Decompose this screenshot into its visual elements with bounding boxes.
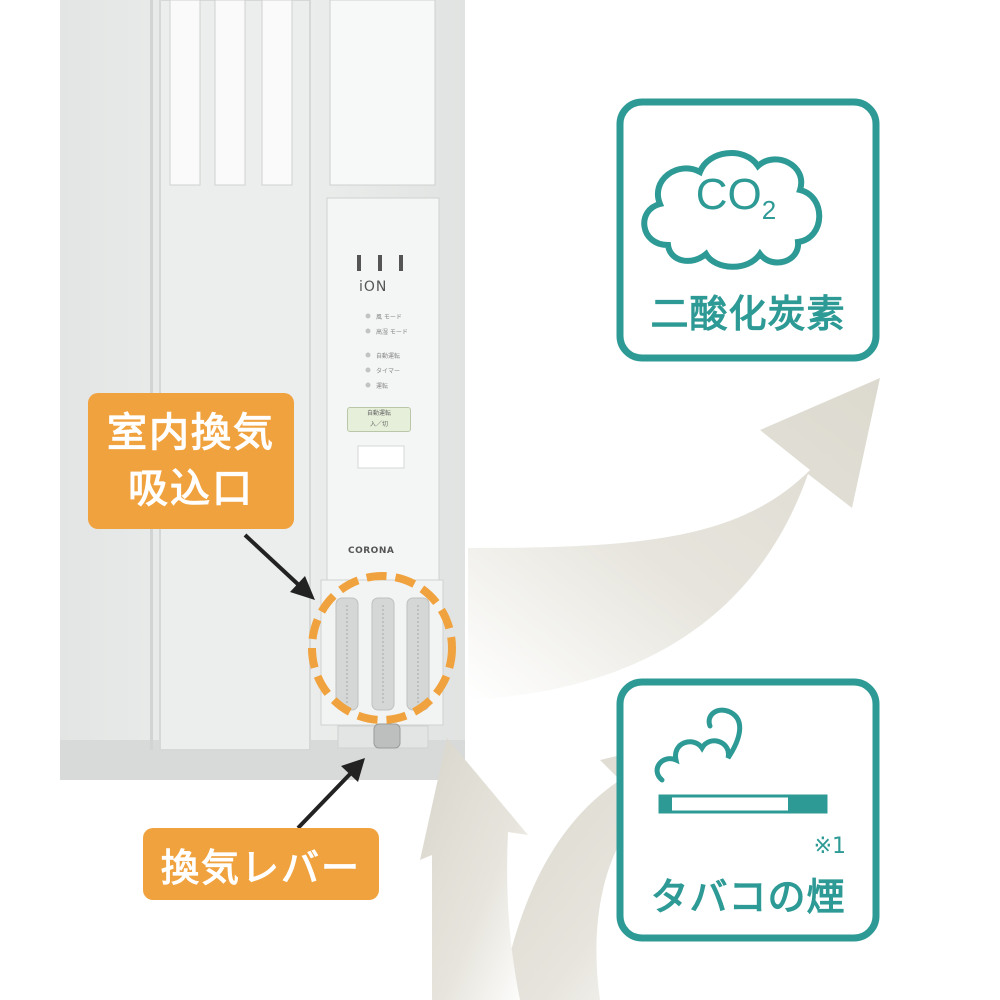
- smoke-card: [616, 678, 880, 942]
- ion-logo-text: iON: [359, 279, 388, 295]
- co2-label-main: CO: [695, 170, 762, 219]
- panel-label-row1: 風 モード: [376, 314, 402, 321]
- pointer-arrow-lever: [296, 758, 365, 830]
- auto-button-line1: 自動運転: [366, 410, 391, 417]
- air-conditioner-unit: [60, 0, 465, 780]
- auto-button-line2: 入／切: [369, 421, 388, 428]
- airflow-arrow-in-upper: [420, 738, 528, 1000]
- pointer-arrow-intake: [243, 533, 315, 600]
- co2-card-title: 二酸化炭素: [650, 292, 846, 336]
- co2-label: CO2: [666, 170, 806, 226]
- cloud-icon: [641, 150, 823, 270]
- co2-card: [616, 98, 880, 362]
- panel-label-row4: タイマー: [376, 368, 401, 375]
- intake-callout-line1: 室内換気: [107, 410, 275, 456]
- ventilation-lever-callout: 換気レバー: [143, 828, 379, 900]
- intake-callout-line2: 吸込口: [128, 466, 254, 512]
- intake-highlight-ring: [308, 572, 456, 724]
- panel-label-row3: 自動運転: [376, 353, 401, 360]
- auto-operation-button[interactable]: 自動運転 入／切: [347, 407, 411, 432]
- intake-vent-callout: 室内換気 吸込口: [88, 393, 294, 529]
- smoke-card-title: タバコの煙: [650, 875, 846, 919]
- brand-logo-text: CORONA: [348, 546, 395, 556]
- panel-label-row2: 高湿 モード: [376, 329, 408, 336]
- cigarette-icon: [658, 794, 828, 814]
- smoke-icon: [654, 707, 743, 783]
- co2-label-sub: 2: [761, 194, 777, 225]
- smoke-footnote-mark: ※1: [813, 834, 846, 859]
- airflow-arrow-out: [468, 378, 880, 700]
- panel-label-row5: 運転: [376, 383, 389, 390]
